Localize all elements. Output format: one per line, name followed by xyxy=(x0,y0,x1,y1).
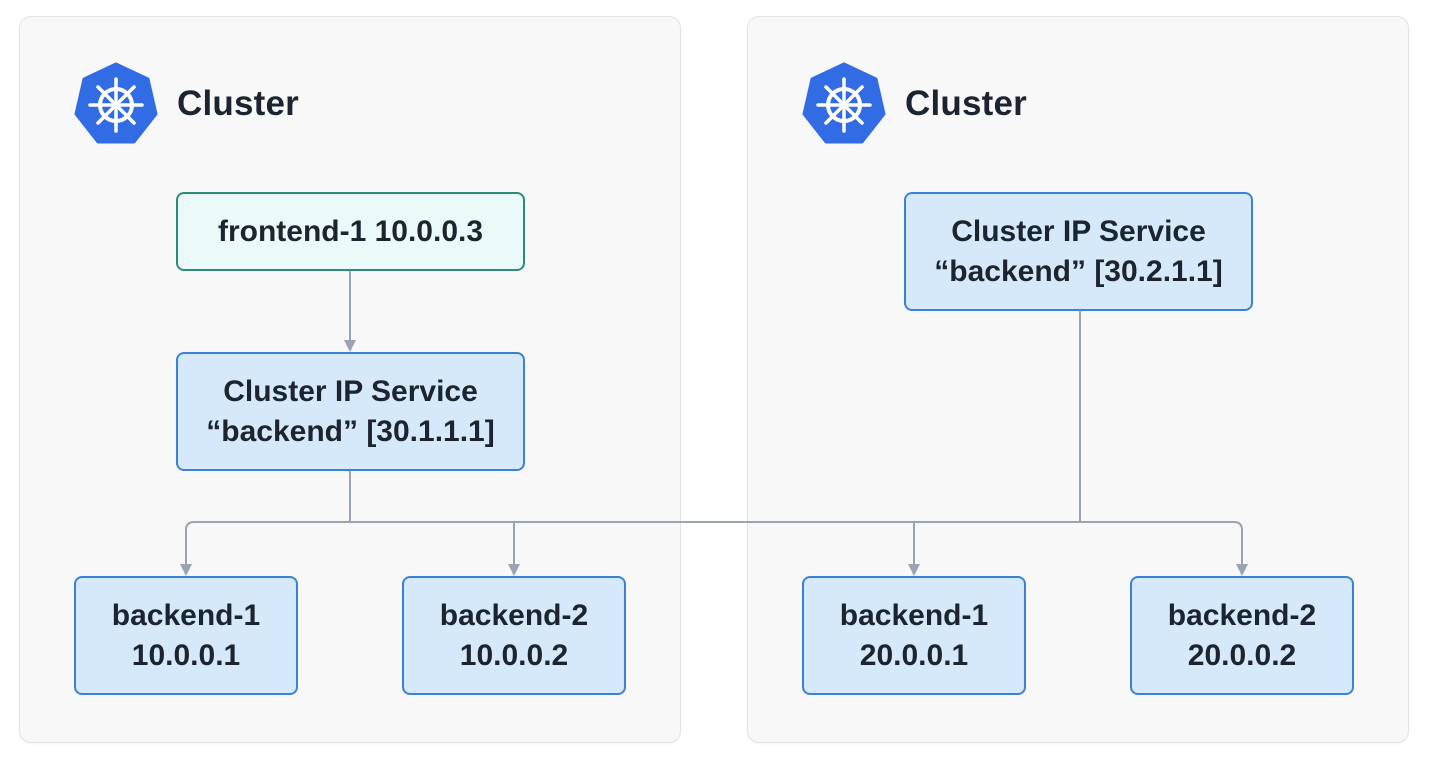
cluster-ip-service-node-left: Cluster IP Service “backend” [30.1.1.1] xyxy=(176,352,525,471)
backend-ip: 10.0.0.2 xyxy=(459,638,569,672)
service-title: Cluster IP Service xyxy=(223,374,478,408)
service-title: Cluster IP Service xyxy=(951,214,1206,248)
arrowhead xyxy=(1236,564,1248,576)
service-name-ip: “backend” [30.1.1.1] xyxy=(206,414,495,448)
backend-node-right-2: backend-2 20.0.0.2 xyxy=(1130,576,1354,695)
cluster-ip-service-node-right: Cluster IP Service “backend” [30.2.1.1] xyxy=(904,192,1253,311)
arrowhead xyxy=(908,564,920,576)
frontend-pod-node: frontend-1 10.0.0.3 xyxy=(176,192,525,271)
backend-name: backend-2 xyxy=(1167,598,1317,632)
frontend-pod-label: frontend-1 10.0.0.3 xyxy=(217,214,484,248)
cluster-title-left: Cluster xyxy=(177,84,299,123)
service-name-ip: “backend” [30.2.1.1] xyxy=(934,254,1223,288)
backend-ip: 10.0.0.1 xyxy=(131,638,241,672)
backend-node-left-2: backend-2 10.0.0.2 xyxy=(402,576,626,695)
backend-name: backend-1 xyxy=(839,598,989,632)
cluster-title-right: Cluster xyxy=(905,84,1027,123)
edge-bus xyxy=(185,521,1243,564)
backend-node-right-1: backend-1 20.0.0.1 xyxy=(802,576,1026,695)
arrowhead xyxy=(508,564,520,576)
backend-ip: 20.0.0.2 xyxy=(1187,638,1297,672)
backend-ip: 20.0.0.1 xyxy=(859,638,969,672)
arrowhead xyxy=(344,340,356,352)
backend-node-left-1: backend-1 10.0.0.1 xyxy=(74,576,298,695)
arrowhead xyxy=(180,564,192,576)
backend-name: backend-2 xyxy=(439,598,589,632)
backend-name: backend-1 xyxy=(111,598,261,632)
kubernetes-logo-icon xyxy=(74,62,158,144)
kubernetes-logo-icon xyxy=(802,62,886,144)
